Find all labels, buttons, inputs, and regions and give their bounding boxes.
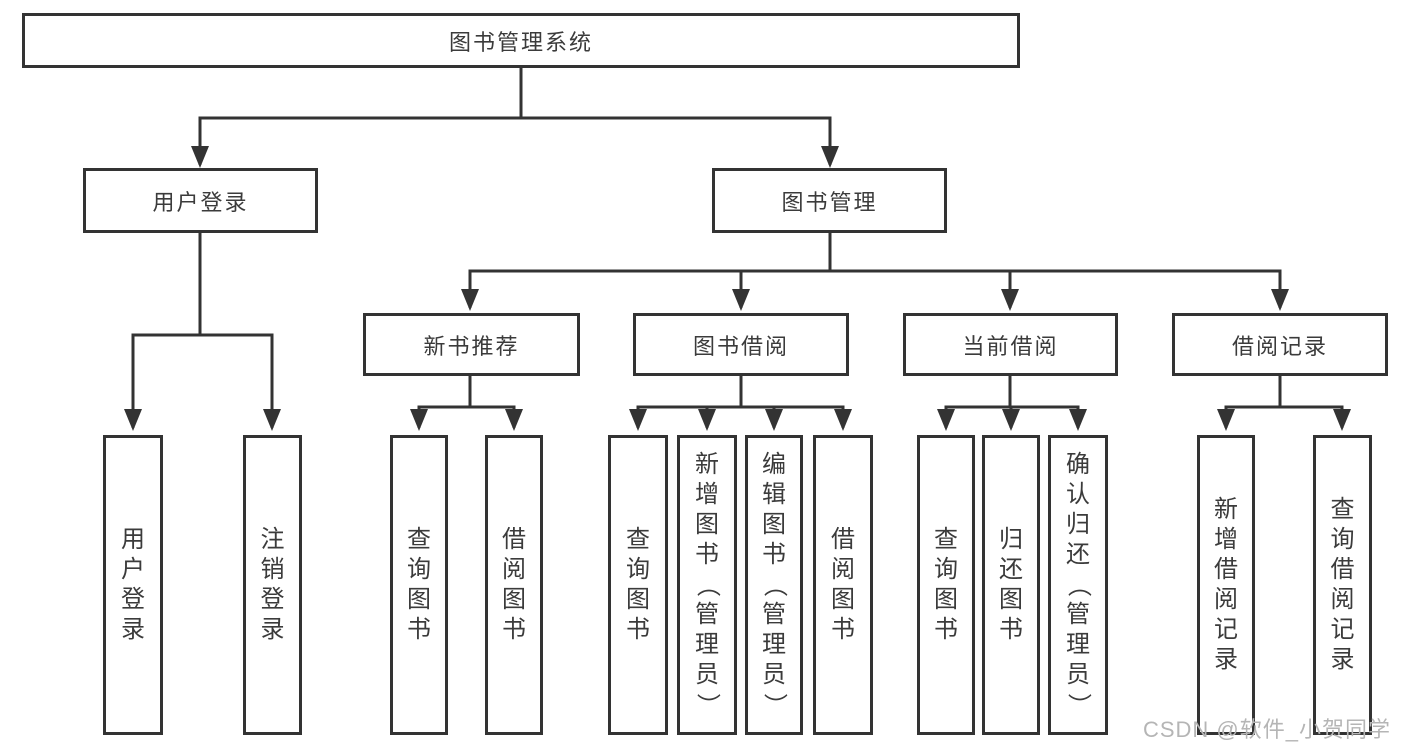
leaf-return-book: 归还图书 bbox=[982, 435, 1040, 735]
node-book-management: 图书管理 bbox=[712, 168, 947, 233]
node-root-label: 图书管理系统 bbox=[448, 29, 593, 55]
leaf-add-book-admin: 新增图书（管理员） bbox=[677, 435, 737, 735]
leaf-return-book-label: 归还图书 bbox=[999, 526, 1023, 643]
leaf-add-book-admin-label: 新增图书（管理员） bbox=[694, 451, 721, 717]
node-borrow-records: 借阅记录 bbox=[1172, 313, 1388, 376]
leaf-add-borrow-record-label: 新增借阅记录 bbox=[1214, 496, 1238, 673]
leaf-borrow-books: 借阅图书 bbox=[813, 435, 873, 735]
leaf-logout-label: 注销登录 bbox=[260, 526, 285, 643]
leaf-query-books-recommend: 查询图书 bbox=[390, 435, 448, 735]
leaf-edit-book-admin-label: 编辑图书（管理员） bbox=[761, 451, 788, 717]
leaf-edit-book-admin: 编辑图书（管理员） bbox=[745, 435, 803, 735]
leaf-query-books-borrow: 查询图书 bbox=[608, 435, 668, 735]
leaf-borrow-books-recommend: 借阅图书 bbox=[485, 435, 543, 735]
node-book-management-label: 图书管理 bbox=[781, 189, 878, 215]
node-book-borrow-label: 图书借阅 bbox=[692, 333, 789, 359]
node-user-login: 用户登录 bbox=[83, 168, 318, 233]
leaf-query-borrow-record: 查询借阅记录 bbox=[1313, 435, 1372, 735]
leaf-add-borrow-record: 新增借阅记录 bbox=[1197, 435, 1255, 735]
node-new-book-recommend-label: 新书推荐 bbox=[423, 333, 520, 359]
node-borrow-records-label: 借阅记录 bbox=[1231, 333, 1328, 359]
leaf-query-books-borrow-label: 查询图书 bbox=[626, 526, 650, 643]
leaf-query-books-recommend-label: 查询图书 bbox=[407, 526, 431, 643]
leaf-query-borrow-record-label: 查询借阅记录 bbox=[1330, 496, 1355, 673]
leaf-confirm-return-admin-label: 确认归还（管理员） bbox=[1065, 451, 1092, 717]
leaf-borrow-books-label: 借阅图书 bbox=[831, 526, 855, 643]
leaf-user-login-label: 用户登录 bbox=[121, 526, 145, 643]
leaf-user-login: 用户登录 bbox=[103, 435, 163, 735]
node-root: 图书管理系统 bbox=[22, 13, 1020, 68]
node-new-book-recommend: 新书推荐 bbox=[363, 313, 580, 376]
leaf-query-books-current: 查询图书 bbox=[917, 435, 975, 735]
leaf-confirm-return-admin: 确认归还（管理员） bbox=[1048, 435, 1108, 735]
node-book-borrow: 图书借阅 bbox=[633, 313, 849, 376]
csdn-watermark: CSDN @软件_小贺同学 bbox=[1142, 717, 1391, 742]
leaf-logout: 注销登录 bbox=[243, 435, 302, 735]
node-user-login-label: 用户登录 bbox=[152, 189, 249, 215]
leaf-borrow-books-recommend-label: 借阅图书 bbox=[502, 526, 526, 643]
leaf-query-books-current-label: 查询图书 bbox=[934, 526, 958, 643]
node-current-borrow-label: 当前借阅 bbox=[962, 333, 1059, 359]
node-current-borrow: 当前借阅 bbox=[903, 313, 1118, 376]
